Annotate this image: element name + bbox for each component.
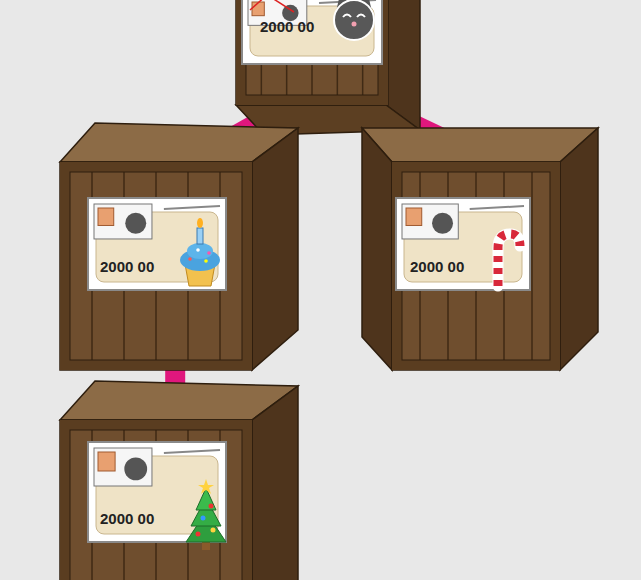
crate-frame-edge — [70, 430, 242, 580]
crate-box: 2000 00 — [60, 162, 252, 370]
cane-sticker — [498, 234, 520, 286]
crate-frame — [65, 425, 247, 580]
pen-mark — [164, 450, 220, 453]
label-card — [88, 198, 226, 290]
ornament — [209, 504, 214, 509]
sprinkle — [196, 248, 200, 252]
text-holder: 2000 00 — [100, 258, 154, 276]
crate-frame — [65, 167, 247, 365]
amount-text: 2000 00 — [260, 18, 314, 35]
crate-front — [60, 162, 252, 370]
cupcake-sticker — [180, 218, 220, 286]
text-holder: 2000 00 — [410, 258, 464, 276]
card-back — [88, 198, 226, 290]
inset-face — [98, 208, 114, 225]
plank-line — [531, 170, 533, 362]
flame — [197, 218, 203, 228]
crate-box: 2000 00 — [60, 420, 252, 580]
crate-face — [362, 128, 598, 162]
card-back — [88, 442, 226, 542]
inset-photo — [94, 204, 152, 239]
ornament — [211, 528, 216, 533]
crate-drawing — [60, 162, 252, 370]
cane-base — [498, 234, 520, 286]
text-holder: 2000 00 — [260, 18, 314, 36]
inset-cat — [125, 213, 146, 234]
crate-face — [252, 128, 298, 370]
amount-text: 2000 00 — [100, 510, 154, 527]
inset-face — [252, 2, 264, 16]
label-card — [396, 198, 530, 290]
crate-group — [236, 0, 420, 135]
crate-frame-edge — [70, 172, 242, 360]
crate-face — [362, 128, 392, 370]
ornament — [201, 516, 206, 521]
label-card — [88, 442, 226, 542]
inset-cat — [432, 213, 453, 234]
inset-face — [98, 452, 115, 471]
cupcake-frosting — [187, 243, 213, 259]
tree-sticker — [186, 479, 226, 550]
tree-tier — [196, 488, 216, 510]
inset-cat — [124, 458, 147, 481]
tree-star — [198, 479, 214, 494]
pen-mark — [470, 206, 524, 209]
crate-group — [60, 123, 298, 370]
crate-drawing — [60, 420, 252, 580]
crate-frame-edge — [246, 0, 378, 95]
cross-line — [244, 0, 294, 12]
pen-mark — [164, 206, 220, 209]
crate-face — [252, 386, 298, 580]
amount-text: 2000 00 — [100, 258, 154, 275]
crate-frame — [241, 0, 383, 100]
cat-head — [334, 0, 374, 40]
crate-group — [362, 128, 598, 370]
sprinkle — [204, 259, 208, 263]
sprinkle — [207, 251, 211, 255]
card-back — [242, 0, 382, 64]
cane-stripes — [498, 234, 520, 286]
crate-front — [392, 162, 560, 370]
cat-nose — [352, 22, 357, 27]
text-holder: 2000 00 — [100, 510, 154, 528]
amount-text: 2000 00 — [410, 258, 464, 275]
crate-front — [60, 420, 252, 580]
inset-photo — [94, 448, 152, 486]
card-back — [396, 198, 530, 290]
cat-sticker — [244, 0, 374, 40]
candle — [197, 228, 203, 244]
cross-line — [250, 0, 284, 10]
crate-group — [60, 381, 298, 580]
cat-eye — [357, 15, 365, 18]
ornament — [196, 532, 201, 537]
crate-front — [236, 0, 388, 105]
inset-face — [406, 208, 422, 225]
crate-drawing — [236, 0, 388, 105]
inset-photo — [402, 204, 458, 239]
sprinkle — [188, 257, 192, 261]
crate-frame — [397, 167, 555, 365]
label-card — [242, 0, 382, 64]
cat-eye — [343, 15, 351, 18]
crate-box: 2000 00 — [392, 162, 560, 370]
crate-box: 2000 00 — [236, 0, 388, 105]
crate-face — [560, 128, 598, 370]
